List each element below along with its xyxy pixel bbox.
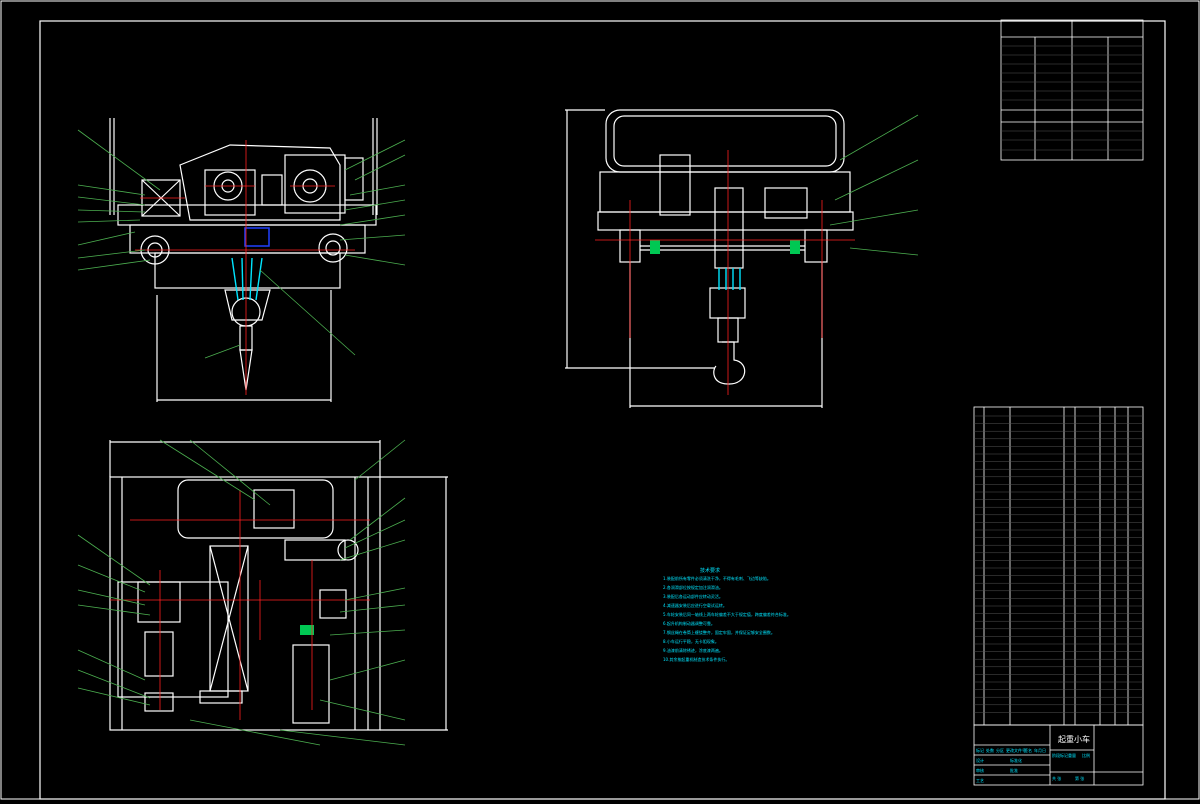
role-label-design: 设计 bbox=[976, 757, 984, 763]
parts-list-rows bbox=[974, 415, 1143, 713]
revision-header-date: 年月日 bbox=[1034, 747, 1046, 753]
tech-notes-heading: 技术要求 bbox=[700, 567, 720, 574]
parts-list bbox=[973, 406, 1144, 726]
role-label-process: 工艺 bbox=[976, 778, 984, 783]
parameter-table bbox=[1000, 19, 1144, 161]
title-block-text: 起重小车 标记 处数 分区 更改文件号 签名 年月日 设计 审核 工艺 标准化 … bbox=[976, 734, 1090, 783]
tech-note-line: 8.小车运行平稳，无卡阻现象。 bbox=[663, 638, 719, 644]
tech-note-line: 4.减速器安装后应进行空载试运转。 bbox=[663, 602, 727, 608]
sheet-label-weight: 重量 bbox=[1068, 752, 1076, 758]
role-label-review: 审核 bbox=[976, 767, 984, 773]
role-label-standard: 标准化 bbox=[1010, 757, 1022, 763]
tech-note-line: 10.其余按起重机制造技术条件执行。 bbox=[663, 656, 729, 662]
revision-header-mark: 标记 bbox=[976, 747, 984, 753]
tech-note-line: 5.车轮安装后同一轴线上两车轮偏差不大于规定值，跨度偏差符合标准。 bbox=[663, 611, 791, 617]
parameter-table-rows bbox=[1001, 45, 1143, 151]
revision-header-zone: 分区 bbox=[996, 747, 1004, 753]
sheet-label-number: 第 张 bbox=[1075, 775, 1084, 781]
sheet-label-scale: 比例 bbox=[1082, 752, 1090, 758]
front-view bbox=[77, 118, 406, 402]
title-block bbox=[973, 724, 1144, 786]
drawing-title: 起重小车 bbox=[1058, 734, 1090, 744]
sheet-label-total: 共 张 bbox=[1052, 775, 1061, 781]
tech-note-line: 9.油漆前清除锈迹，涂底漆两遍。 bbox=[663, 647, 723, 653]
technical-notes: 技术要求 1.装配前所有零件必须清洗干净，不得有毛刺、飞边等缺陷。 2.各润滑部… bbox=[663, 567, 791, 662]
sheet-inner-border bbox=[39, 20, 1166, 800]
tech-note-line: 3.装配后各运动部件应转动灵活。 bbox=[663, 593, 723, 599]
plan-view bbox=[77, 439, 448, 746]
sheet-label-stage: 阶段标记 bbox=[1052, 752, 1068, 758]
revision-header-file: 更改文件号 bbox=[1006, 747, 1026, 753]
tech-note-line: 2.各润滑部位按规定加注润滑油。 bbox=[663, 584, 723, 590]
role-label-approve: 批准 bbox=[1010, 767, 1018, 773]
tech-note-line: 1.装配前所有零件必须清洗干净，不得有毛刺、飞边等缺陷。 bbox=[663, 575, 771, 581]
side-view bbox=[565, 109, 919, 408]
tech-note-line: 6.起升机构制动器调整可靠。 bbox=[663, 620, 715, 626]
tech-note-line: 7.钢丝绳在卷筒上缠绕整齐，固定牢固，并保证足够安全圈数。 bbox=[663, 629, 775, 635]
revision-header-sign: 签名 bbox=[1024, 747, 1032, 753]
revision-header-count: 处数 bbox=[986, 747, 994, 753]
